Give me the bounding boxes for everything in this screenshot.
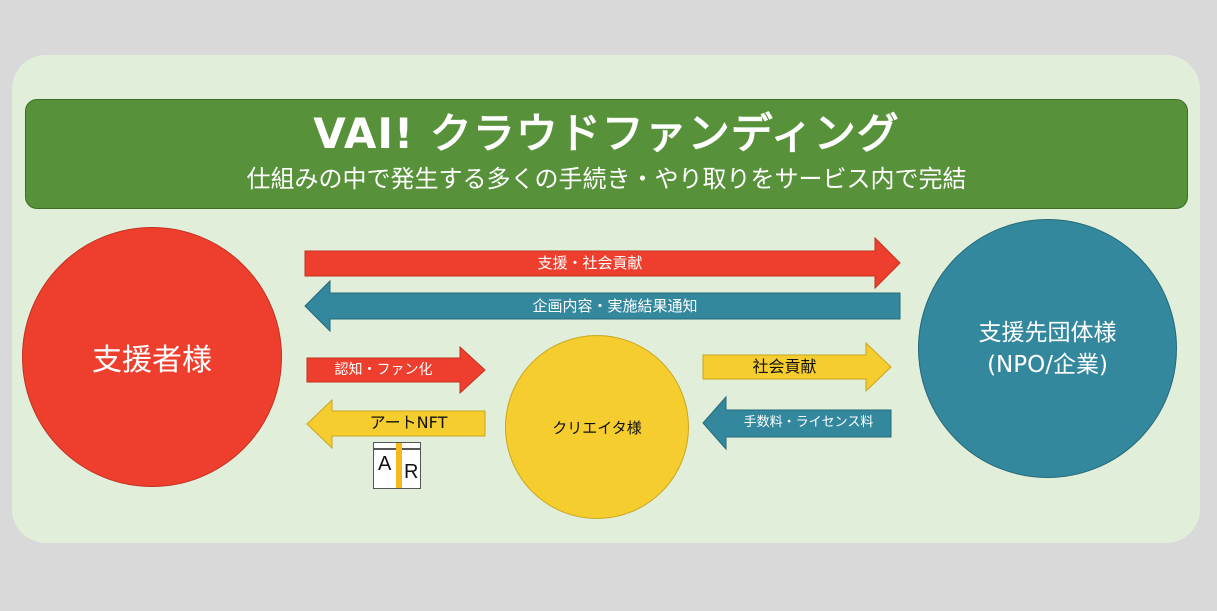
node-creator: クリエイタ様	[505, 335, 689, 519]
arrow-fan-right	[306, 345, 486, 395]
header-banner: VAI! クラウドファンディング 仕組みの中で発生する多くの手続き・やり取りをサ…	[25, 99, 1188, 209]
label-art-nft: アートNFT	[369, 413, 448, 432]
arrow-report-left	[304, 279, 901, 333]
node-organization: 支援先団体様 (NPO/企業)	[918, 219, 1177, 478]
label-fee-license: 手数料・ライセンス料	[743, 415, 874, 430]
node-organization-sublabel: (NPO/企業)	[987, 351, 1108, 378]
ar-logo-letter-r: R	[404, 461, 419, 483]
label-recognition-fan: 認知・ファン化	[334, 362, 433, 378]
node-supporter: 支援者様	[22, 227, 282, 487]
label-project-report: 企画内容・実施結果通知	[532, 297, 698, 315]
page-title: VAI! クラウドファンディング	[313, 109, 900, 158]
node-organization-label: 支援先団体様	[978, 319, 1117, 346]
ar-logo-icon: A R	[373, 442, 421, 489]
label-support-contribution: 支援・社会貢献	[537, 254, 643, 272]
page-subtitle: 仕組みの中で発生する多くの手続き・やり取りをサービス内で完結	[246, 165, 967, 193]
arrow-support-right	[304, 236, 901, 290]
arrow-fee-left	[702, 395, 892, 451]
node-creator-label: クリエイタ様	[552, 418, 642, 437]
arrow-nft-left	[306, 398, 486, 450]
node-supporter-label: 支援者様	[92, 343, 212, 378]
arrow-social-right	[702, 341, 892, 393]
ar-logo-letter-a: A	[378, 453, 392, 475]
label-social-contribution: 社会貢献	[752, 357, 817, 376]
